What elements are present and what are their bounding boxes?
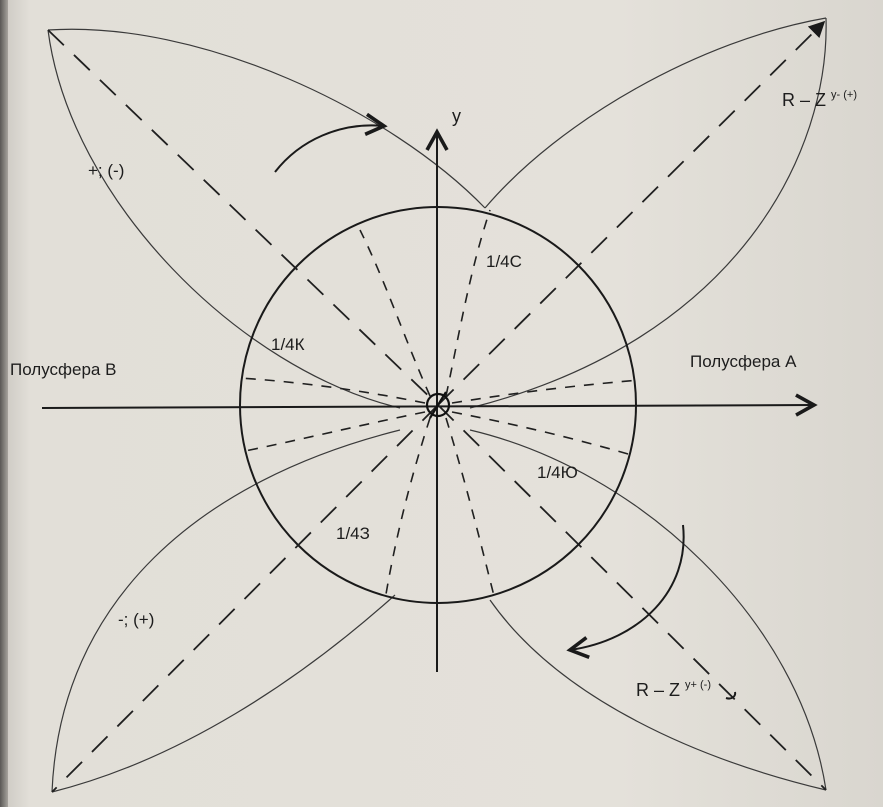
- sign-bottom-left-label: -; (+): [118, 610, 154, 629]
- dashed-diagonal-bottom-left: [51, 404, 439, 793]
- hook-mark-bottom-right: [725, 691, 737, 700]
- dashed-diagonal-top-left: [47, 29, 439, 406]
- petal-bottom-right-upper: [469, 429, 827, 791]
- dashed-ray-upper-left: [359, 229, 431, 397]
- petal-bottom-right-lower: [489, 599, 827, 791]
- petal-top-left-lower: [47, 29, 401, 409]
- dashed-ray-lower-right: [445, 417, 496, 601]
- dashed-diagonal-top-right: [437, 20, 826, 406]
- dashed-diagonal-bottom-right: [437, 404, 827, 791]
- quarter-north-label: 1/4С: [486, 252, 522, 271]
- formula-bottom-right: R – Z y+ (-): [636, 679, 711, 700]
- formula-top-right: R – Z y- (+): [782, 89, 857, 110]
- dashed-ray-left-upper: [239, 377, 426, 404]
- dashed-ray-right-lower: [451, 411, 636, 457]
- sign-top-left-label: +; (-): [88, 161, 124, 180]
- petal-bottom-left-left: [51, 429, 401, 793]
- quarter-west-label: 1/4З: [336, 524, 370, 543]
- petal-bottom-left-right: [51, 594, 396, 793]
- origin-symbol: [425, 391, 451, 419]
- hemisphere-a-label: Полусфера А: [690, 352, 797, 371]
- petal-top-right-left: [484, 17, 827, 209]
- rotation-arrow-top: [274, 112, 388, 173]
- y-axis-label: y: [452, 106, 461, 126]
- dashed-ray-lower-left: [384, 417, 431, 601]
- formula-top-base: R – Z: [782, 90, 826, 110]
- petal-top-left-upper: [47, 28, 486, 209]
- formula-top-exponent: y- (+): [831, 89, 857, 101]
- quarter-south-label: 1/4Ю: [537, 463, 578, 482]
- dashed-ray-upper-right: [445, 209, 491, 397]
- hemisphere-b-label: Полусфера В: [10, 360, 116, 379]
- quarter-k-label: 1/4К: [271, 335, 305, 354]
- formula-bottom-exponent: y+ (-): [685, 679, 711, 691]
- dashed-ray-left-lower: [239, 411, 426, 453]
- formula-bottom-base: R – Z: [636, 680, 680, 700]
- petal-top-right-right: [469, 17, 827, 409]
- book-spine-shadow: [0, 0, 8, 807]
- dashed-ray-right-upper: [451, 379, 641, 404]
- rotation-arrow-bottom: [566, 524, 685, 660]
